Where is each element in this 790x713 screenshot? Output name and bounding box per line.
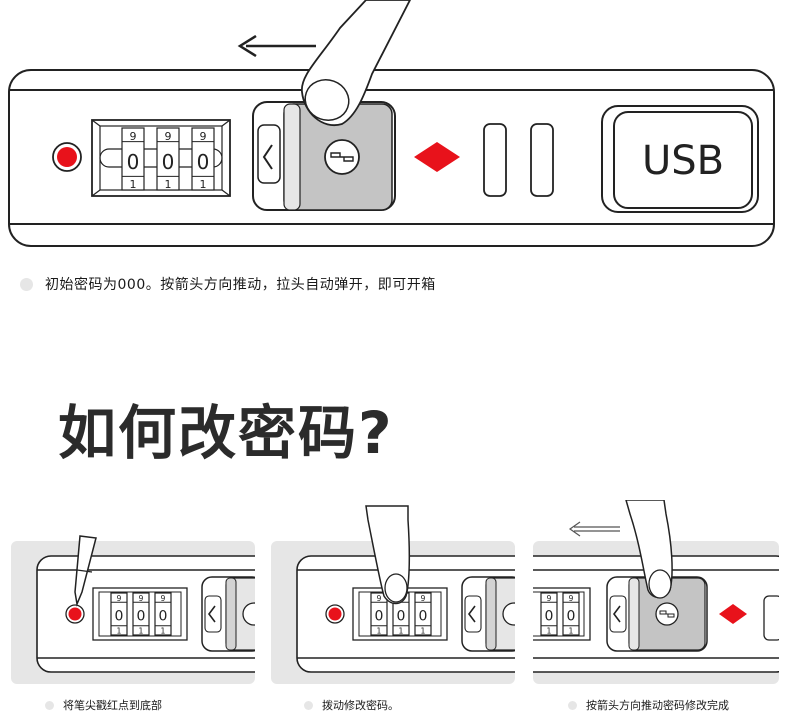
dial-digit-bottom: 1 xyxy=(399,627,404,636)
dial-digit-bottom: 1 xyxy=(165,178,172,191)
dial-digit-bottom: 1 xyxy=(569,627,574,636)
dial-digit-current: 0 xyxy=(162,150,175,174)
step-1-caption: 将笔尖戳红点到底部 xyxy=(45,697,162,713)
finger-icon xyxy=(365,505,411,605)
main-caption: 初始密码为000。按箭头方向推动，拉头自动弹开，即可开箱 xyxy=(20,274,436,294)
dial-wheel[interactable]: 9 0 1 xyxy=(154,592,172,636)
dial-digit-bottom: 1 xyxy=(421,627,426,636)
step-3-caption: 按箭头方向推动密码修改完成 xyxy=(568,697,729,713)
dial-digit-bottom: 1 xyxy=(139,627,144,636)
dial-digit-bottom: 1 xyxy=(200,178,207,191)
finger-icon xyxy=(301,0,412,127)
step-2-caption: 拨动修改密码。 xyxy=(304,697,399,713)
step-2-caption-text: 拨动修改密码。 xyxy=(322,699,399,712)
dial-wheel[interactable]: 9 0 1 xyxy=(370,592,388,636)
dial-digit-top: 9 xyxy=(130,130,137,143)
dial-digit-bottom: 1 xyxy=(377,627,382,636)
dial-wheel[interactable]: 9 0 1 xyxy=(562,592,580,636)
svg-text:USB: USB xyxy=(642,138,724,184)
dial-digit-bottom: 1 xyxy=(117,627,122,636)
step-1-caption-text: 将笔尖戳红点到底部 xyxy=(63,699,162,712)
dial-wheel[interactable]: 9 0 1 xyxy=(191,127,215,191)
dial-digit-top: 9 xyxy=(161,594,166,603)
reset-button-icon[interactable] xyxy=(52,142,82,172)
main-caption-text: 初始密码为000。按箭头方向推动，拉头自动弹开，即可开箱 xyxy=(45,277,436,293)
dial-digit-top: 9 xyxy=(165,130,172,143)
dial-digit-current: 0 xyxy=(567,609,576,625)
dial-digit-top: 9 xyxy=(377,594,382,603)
dial-digit-top: 9 xyxy=(547,594,552,603)
dial-wheel[interactable]: 9 0 1 xyxy=(121,127,145,191)
bullet-icon xyxy=(20,277,33,291)
dial-wheel[interactable]: 9 0 1 xyxy=(110,592,128,636)
usb-port[interactable]: USB xyxy=(601,105,759,213)
step-3-panel: 9 0 1 9 0 1 xyxy=(533,500,779,684)
dial-digit-top: 9 xyxy=(421,594,426,603)
dial-digit-top: 9 xyxy=(200,130,207,143)
dial-wheel[interactable]: 9 0 1 xyxy=(156,127,180,191)
dial-digit-current: 0 xyxy=(137,609,146,625)
dial-digit-current: 0 xyxy=(159,609,168,625)
bullet-icon xyxy=(568,700,577,710)
page-heading: 如何改密码? xyxy=(58,399,394,467)
finger-icon xyxy=(625,500,673,599)
chevron-left-icon xyxy=(257,124,281,184)
dial-wheel[interactable]: 9 0 1 xyxy=(414,592,432,636)
dial-digit-top: 9 xyxy=(569,594,574,603)
key-slot-icon xyxy=(330,152,354,162)
dial-digit-current: 0 xyxy=(375,609,384,625)
dial-digit-current: 0 xyxy=(397,609,406,625)
step-1-panel: 9 0 1 9 0 1 9 0 1 xyxy=(11,535,255,684)
dial-digit-bottom: 1 xyxy=(547,627,552,636)
dial-digit-top: 9 xyxy=(117,594,122,603)
dial-digit-current: 0 xyxy=(545,609,554,625)
dial-wheel[interactable]: 9 0 1 xyxy=(132,592,150,636)
main-lock-illustration: 9 0 1 9 0 1 9 0 1 USB xyxy=(0,0,790,260)
step-3-caption-text: 按箭头方向推动密码修改完成 xyxy=(586,699,729,712)
pen-tip-icon xyxy=(74,535,97,607)
dial-digit-bottom: 1 xyxy=(130,178,137,191)
dial-digit-current: 0 xyxy=(419,609,428,625)
step-panels: 9 0 1 9 0 1 9 0 1 xyxy=(0,500,790,710)
left-arrow-icon xyxy=(568,521,620,537)
dial-wheel[interactable]: 9 0 1 xyxy=(540,592,558,636)
dial-digit-top: 9 xyxy=(139,594,144,603)
bullet-icon xyxy=(45,700,54,710)
dial-digit-bottom: 1 xyxy=(161,627,166,636)
dial-digit-current: 0 xyxy=(127,150,140,174)
dial-digit-current: 0 xyxy=(197,150,210,174)
dial-digit-current: 0 xyxy=(115,609,124,625)
left-arrow-icon xyxy=(237,34,316,58)
bullet-icon xyxy=(304,700,313,710)
red-diamond-icon xyxy=(414,142,460,172)
